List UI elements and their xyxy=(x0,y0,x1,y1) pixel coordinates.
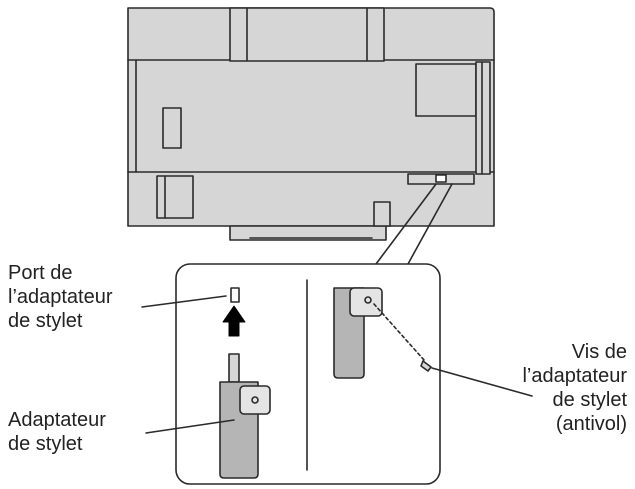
callout-leader-left xyxy=(375,183,437,265)
label-pen-adapter-port: Port de l’adaptateur de stylet xyxy=(8,261,113,333)
insert-arrow-icon xyxy=(222,305,246,337)
label-screw-line4: (antivol) xyxy=(555,413,627,435)
label-screw-line3: de stylet xyxy=(552,389,627,411)
pen-adapter-insert xyxy=(219,353,271,479)
display-side-panel xyxy=(415,63,477,117)
label-pen-adapter: Adaptateur de stylet xyxy=(8,408,106,456)
pen-adapter-port xyxy=(230,287,240,303)
display-left-slot xyxy=(162,107,182,149)
display-right-slot xyxy=(373,201,391,227)
screw-icon xyxy=(420,360,432,372)
display-rear-view xyxy=(127,7,495,241)
label-screw-line1: Vis de xyxy=(571,341,627,363)
display-left-foot xyxy=(156,175,194,219)
label-pen-adapter-line1: Adaptateur xyxy=(8,409,106,431)
label-screw-line2: l’adaptateur xyxy=(522,365,627,387)
label-pen-adapter-screw: Vis de l’adaptateur de stylet (antivol) xyxy=(522,340,627,436)
leader-screw xyxy=(431,367,533,397)
pen-adapter-installed xyxy=(333,287,383,379)
label-pen-port-line3: de stylet xyxy=(8,310,83,332)
callout-leader-right xyxy=(407,183,453,265)
leader-pen-adapter xyxy=(145,419,235,434)
display-top-bracket xyxy=(229,7,385,62)
label-pen-port-line1: Port de xyxy=(8,262,73,284)
display-bottom-foot xyxy=(229,225,387,241)
label-pen-adapter-line2: de stylet xyxy=(8,433,83,455)
leader-pen-port xyxy=(141,295,227,308)
screw-dashed-path xyxy=(373,303,425,361)
label-pen-port-line2: l’adaptateur xyxy=(8,286,113,308)
